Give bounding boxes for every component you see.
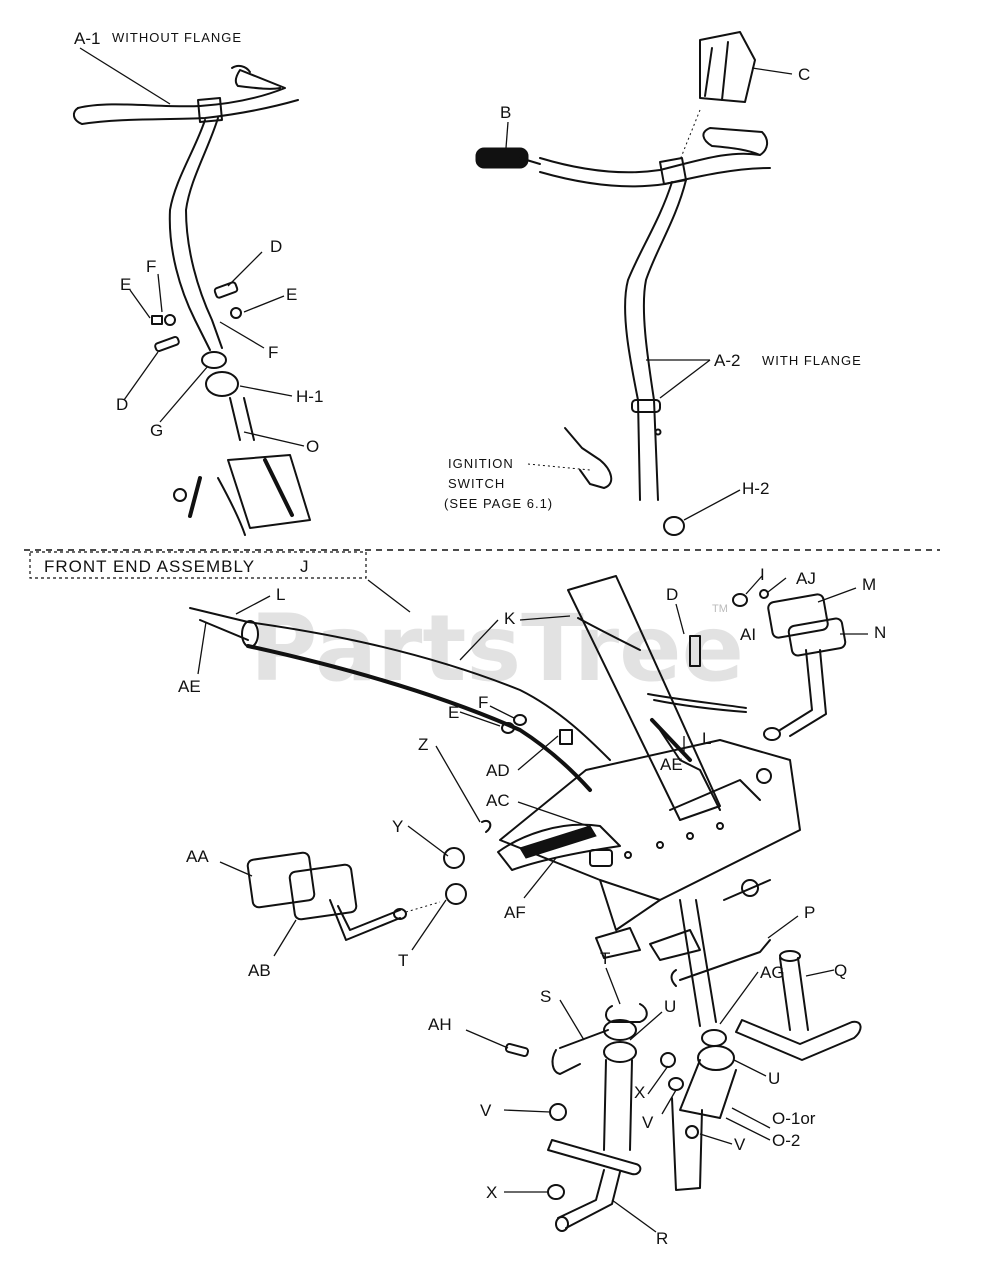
- note-with-flange: WITH FLANGE: [762, 353, 862, 368]
- label-x-mid: X: [634, 1083, 645, 1102]
- label-n: N: [874, 623, 886, 642]
- label-f-mid: F: [478, 693, 488, 712]
- label-l-right: L: [702, 729, 711, 748]
- label-f-top: F: [146, 257, 156, 276]
- label-h1: H-1: [296, 387, 323, 406]
- note-without-flange: WITHOUT FLANGE: [112, 30, 242, 45]
- label-q: Q: [834, 961, 847, 980]
- label-s: S: [540, 987, 551, 1006]
- pivot-shaft: [671, 899, 737, 1191]
- axle-p-q: [670, 939, 862, 1061]
- label-af: AF: [504, 903, 526, 922]
- label-x-bottom: X: [486, 1183, 497, 1202]
- label-aj: AJ: [796, 569, 816, 588]
- label-f-lower: F: [268, 343, 278, 362]
- label-y: Y: [392, 817, 403, 836]
- label-u-right: U: [768, 1069, 780, 1088]
- label-a1: A-1: [74, 29, 100, 48]
- label-e-right: E: [286, 285, 297, 304]
- label-e-mid: E: [448, 703, 459, 722]
- small-hardware: [443, 589, 769, 1200]
- label-aa: AA: [186, 847, 209, 866]
- label-v-mid: V: [642, 1113, 654, 1132]
- label-m: M: [862, 575, 876, 594]
- front-end-plate: [497, 575, 801, 961]
- callout-labels: A-1 WITHOUT FLANGE D F E E F D G H-1 O B…: [74, 29, 886, 1248]
- label-p: P: [804, 903, 815, 922]
- label-o: O: [306, 437, 319, 456]
- label-ad: AD: [486, 761, 510, 780]
- label-v-left: V: [480, 1101, 492, 1120]
- label-o2: O-2: [772, 1131, 800, 1150]
- handlebar-a1: [72, 64, 299, 351]
- section-header-box: [29, 551, 367, 579]
- label-g: G: [150, 421, 163, 440]
- label-ab: AB: [248, 961, 271, 980]
- label-t-left: T: [398, 951, 408, 970]
- label-c: C: [798, 65, 810, 84]
- note-ignition-1: IGNITION: [448, 456, 514, 471]
- fasteners-a1: [151, 281, 311, 536]
- label-ag: AG: [760, 963, 785, 982]
- label-u-mid: U: [664, 997, 676, 1016]
- label-l-left: L: [276, 585, 285, 604]
- footrest-aa-ab: [246, 851, 441, 941]
- watermark: PartsTree: [250, 595, 744, 702]
- label-ai: AI: [740, 625, 756, 644]
- label-a2: A-2: [714, 351, 740, 370]
- label-b: B: [500, 103, 511, 122]
- label-v-right: V: [734, 1135, 746, 1154]
- label-r: R: [656, 1229, 668, 1248]
- label-z: Z: [418, 735, 428, 754]
- label-d-top: D: [270, 237, 282, 256]
- note-ignition-3: (SEE PAGE 6.1): [444, 496, 553, 511]
- label-d-mid: D: [666, 585, 678, 604]
- label-ae-left: AE: [178, 677, 201, 696]
- handlebar-a2: [475, 31, 771, 536]
- label-d-left: D: [116, 395, 128, 414]
- label-i: I: [760, 565, 765, 584]
- label-o1: O-1or: [772, 1109, 816, 1128]
- frame-tube-k: [189, 607, 611, 792]
- label-t-mid: T: [600, 949, 610, 968]
- leader-lines: [79, 47, 868, 1233]
- label-ah: AH: [428, 1015, 452, 1034]
- section-title: FRONT END ASSEMBLY: [44, 557, 255, 576]
- label-e-left: E: [120, 275, 131, 294]
- label-ac: AC: [486, 791, 510, 810]
- label-ae-mid: AE: [660, 755, 683, 774]
- label-h2: H-2: [742, 479, 769, 498]
- footrest-m-n: [763, 593, 847, 741]
- note-ignition-2: SWITCH: [448, 476, 505, 491]
- watermark-trademark: TM: [712, 603, 728, 615]
- section-ref: J: [300, 557, 309, 576]
- label-k: K: [504, 609, 516, 628]
